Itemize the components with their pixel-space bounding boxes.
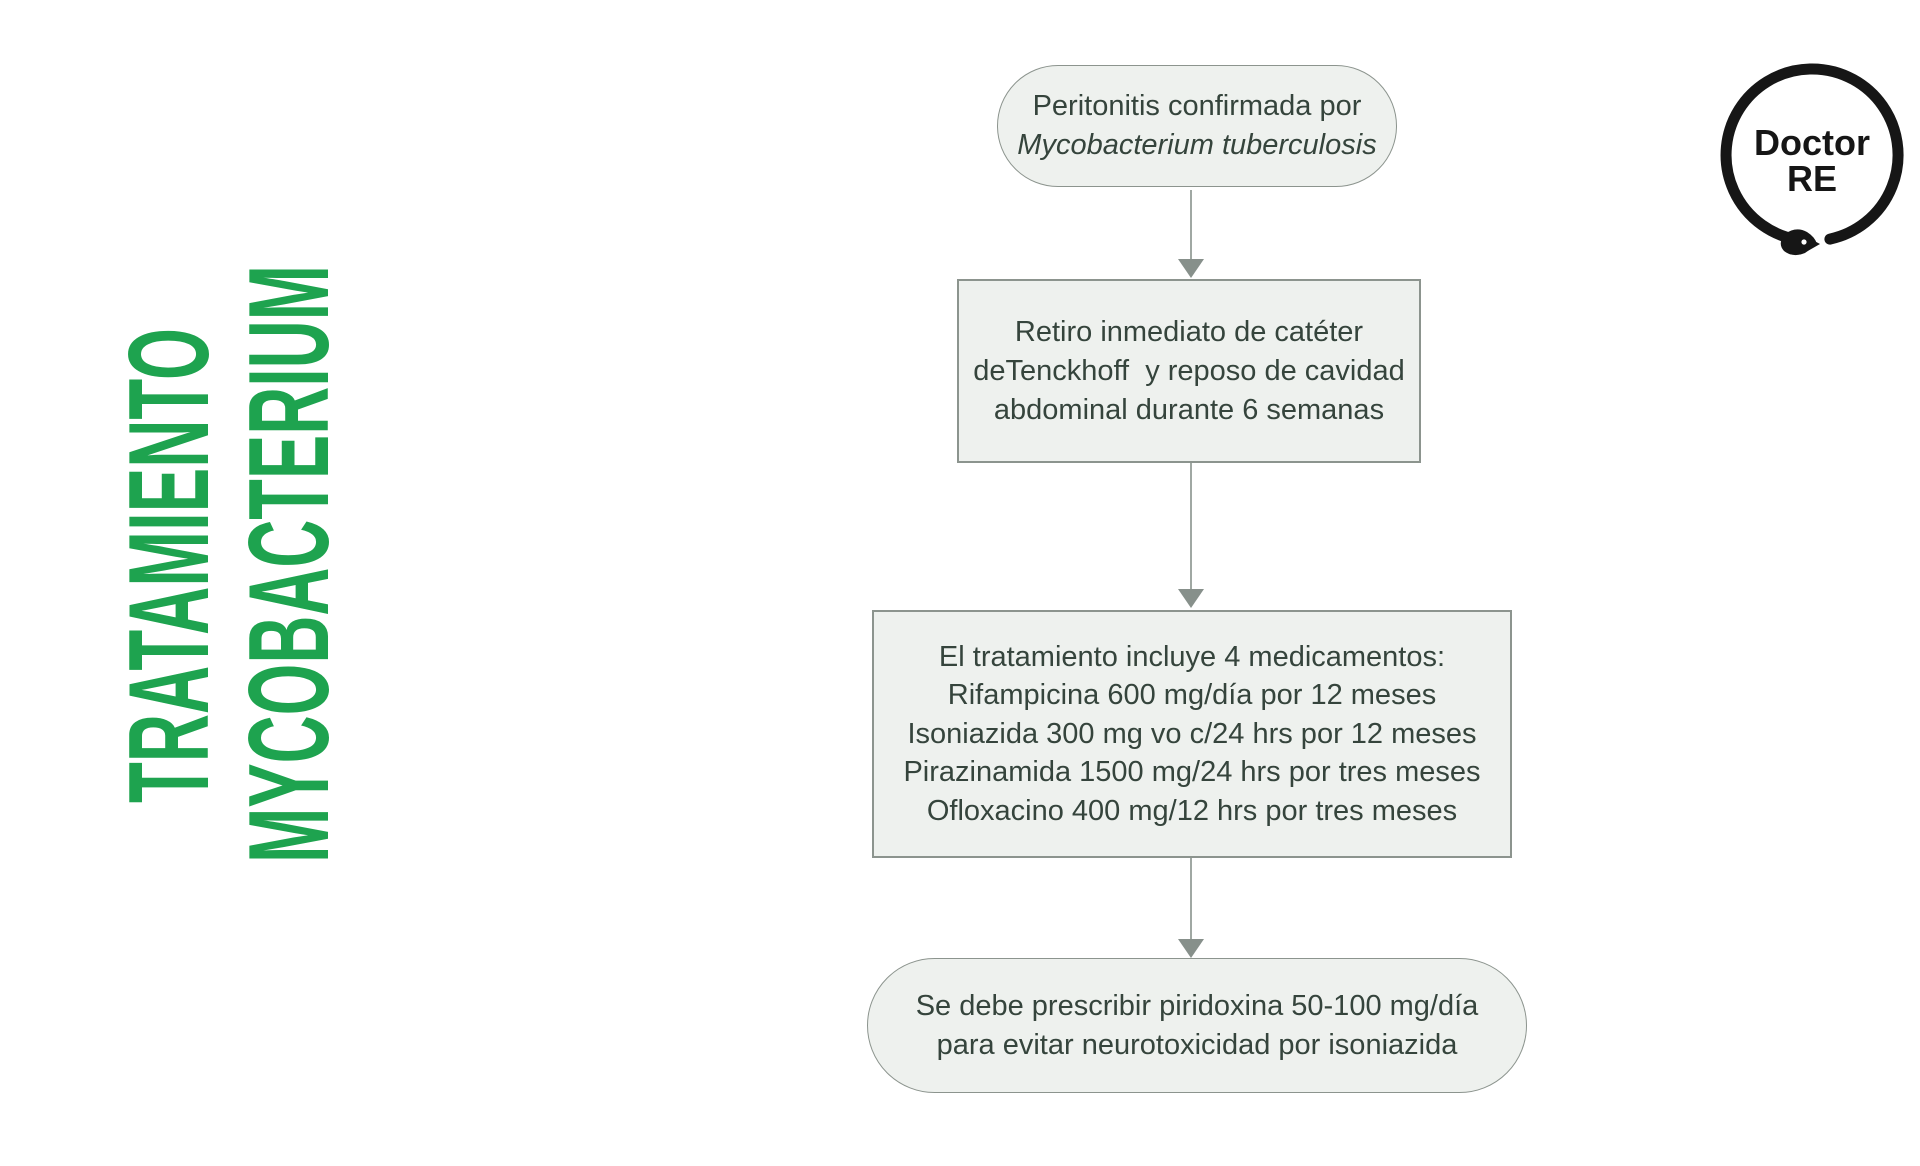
logo-text-re: RE (1787, 158, 1837, 199)
flow-node-pyridoxine: Se debe prescribir piridoxina 50-100 mg/… (867, 958, 1527, 1093)
arrow-head (1178, 589, 1204, 608)
arrow-shaft (1190, 190, 1192, 261)
flow-node-treatment-drugs: El tratamiento incluye 4 medicamentos: R… (872, 610, 1512, 858)
node-step1-line-2: deTenckhoff y reposo de cavidad (973, 354, 1405, 387)
logo-snake-head-icon (1806, 237, 1820, 252)
title-word-tratamiento: TRATAMIENTO (106, 328, 233, 803)
node-step2-line-2: Rifampicina 600 mg/día por 12 meses (947, 679, 1437, 712)
arrow-down-icon (1177, 858, 1205, 958)
arrow-head (1178, 259, 1204, 278)
arrow-shaft (1190, 463, 1192, 591)
node-step1-line-3: abdominal durante 6 semanas (993, 393, 1385, 426)
arrow-down-icon (1177, 463, 1205, 608)
arrow-down-icon (1177, 190, 1205, 278)
node-end-line-2: para evitar neurotoxicidad por isoniazid… (936, 1028, 1458, 1061)
vertical-title: TRATAMIENTO MYCOBACTERIUM (106, 265, 353, 863)
logo-snake-eye-icon (1801, 239, 1807, 245)
node-start-line-1: Peritonitis confirmada por (1032, 90, 1362, 122)
node-step2-line-3: Isoniazida 300 mg vo c/24 hrs por 12 mes… (907, 717, 1477, 750)
node-step2-line-1: El tratamiento incluye 4 medicamentos: (938, 640, 1446, 673)
node-start-line-2: Mycobacterium tuberculosis (1017, 129, 1377, 161)
node-step2-line-5: Ofloxacino 400 mg/12 hrs por tres meses (926, 794, 1458, 827)
node-step1-line-1: Retiro inmediato de catéter (1014, 315, 1364, 348)
flow-node-catheter-removal: Retiro inmediato de catéter deTenckhoff … (957, 279, 1421, 463)
arrow-head (1178, 939, 1204, 958)
doctor-re-logo: Doctor RE (1720, 63, 1904, 256)
node-step2-line-4: Pirazinamida 1500 mg/24 hrs por tres mes… (903, 756, 1481, 789)
logo-text-doctor: Doctor (1754, 122, 1870, 163)
flow-node-start: Peritonitis confirmada por Mycobacterium… (997, 65, 1397, 187)
node-end-line-1: Se debe prescribir piridoxina 50-100 mg/… (915, 989, 1479, 1022)
arrow-shaft (1190, 858, 1192, 941)
logo-circle-icon (1720, 63, 1904, 246)
title-word-mycobacterium: MYCOBACTERIUM (226, 265, 353, 863)
